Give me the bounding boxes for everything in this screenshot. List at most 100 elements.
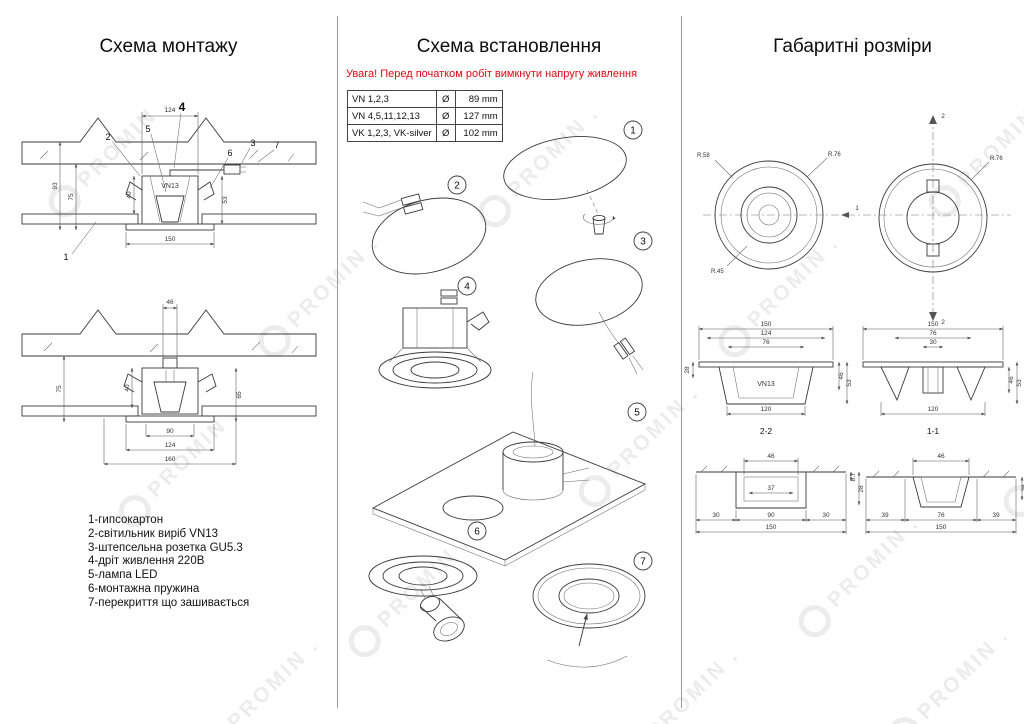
- callout-5: 5: [145, 124, 150, 134]
- radius-label-inner: R.45: [711, 269, 724, 275]
- detail-section-right: 46 28 53 39 76 39 150: [865, 453, 1024, 534]
- section-label-2-2: 2-2: [760, 426, 773, 436]
- callout-7: 7: [274, 140, 279, 150]
- diameter-value: 102 mm: [454, 124, 503, 142]
- callout-1: 1: [63, 252, 68, 262]
- legend-item-6: 6-монтажна пружина: [88, 582, 200, 595]
- dim-65: 65: [236, 391, 243, 399]
- step-2-connect-wires: [362, 193, 487, 275]
- radius-label-mid: R.58: [697, 153, 710, 159]
- step-6-insert-lamp: [368, 555, 478, 642]
- product-label: VN13: [161, 183, 179, 190]
- section-1-1: 150 76 30 46 53 120 1-1: [862, 321, 1023, 436]
- step-1-mark-hole: [503, 136, 627, 235]
- callout-3: 3: [250, 138, 255, 148]
- section-arrow-1: 1: [855, 205, 859, 212]
- step-badge-6: 6: [467, 521, 487, 541]
- step-7-finished: [532, 563, 646, 668]
- radius-label-outer: R.76: [828, 152, 841, 158]
- dim-150-22: 150: [761, 321, 772, 328]
- dim-28-22: 28: [684, 366, 691, 374]
- legend-list: 1-гипсокартон 2-світильник виріб VN13 3-…: [88, 514, 249, 611]
- front-view: R.76 R.58 R.45 1: [697, 152, 859, 275]
- dim-90: 90: [166, 428, 174, 435]
- section-view: R.76 2 2: [878, 113, 1003, 326]
- dim-76-22: 76: [762, 339, 770, 346]
- table-row: VK 1,2,3, VK-silver Ø 102 mm: [347, 124, 503, 142]
- svg-text:5: 5: [634, 408, 640, 419]
- dim-46: 46: [166, 299, 174, 306]
- section-arrow-2-bottom: 2: [941, 319, 945, 326]
- callout-2: 2: [105, 132, 110, 142]
- dim-53-22: 53: [846, 379, 853, 387]
- mounting-section-top: VN13 1 2 4 150 93 75 40 5 3: [21, 100, 317, 262]
- model-cell: VK 1,2,3, VK-silver: [347, 124, 437, 142]
- step-3-cable-out: [535, 258, 644, 375]
- radius-label-outer2: R.76: [990, 156, 1003, 162]
- svg-text:2: 2: [454, 181, 460, 192]
- detail-section-left: 46 37 8,7 28 30 90 30 150: [695, 453, 865, 534]
- step-badges: 1 2 3 4 5 6 7: [447, 120, 653, 571]
- installation-steps-drawing: 1 2 3 4 5 6 7: [362, 120, 653, 668]
- svg-text:1: 1: [630, 126, 636, 137]
- step-badge-4: 4: [457, 276, 477, 296]
- svg-text:7: 7: [640, 557, 646, 568]
- dim-160: 160: [165, 456, 176, 463]
- dim-120-22: 120: [761, 406, 772, 413]
- dim-40: 40: [126, 191, 133, 199]
- column-divider-left: [337, 16, 338, 708]
- svg-text:6: 6: [474, 527, 480, 538]
- step-badge-3: 3: [633, 231, 653, 251]
- dim-40b: 40: [124, 384, 131, 392]
- dim-76-11: 76: [929, 330, 937, 337]
- right-panel-title: Габаритні розміри: [773, 36, 932, 57]
- overall-dimensions-drawing: R.76 R.58 R.45 1 R.76 2: [684, 113, 1024, 534]
- dim-75: 75: [68, 193, 75, 201]
- middle-panel-title: Схема встановлення: [416, 36, 602, 57]
- step-4-fixture-springs: [378, 289, 492, 389]
- dim-150-dl: 150: [766, 524, 777, 531]
- dim-46-11: 46: [1008, 376, 1015, 384]
- svg-text:4: 4: [464, 282, 470, 293]
- left-panel-title: Схема монтажу: [99, 36, 238, 57]
- section-2-2: VN13 150 124 76 28 46 53 120 2-2: [684, 321, 853, 436]
- dim-39b-dr: 39: [992, 512, 1000, 519]
- legend-item-2: 2-світильник виріб VN13: [88, 527, 219, 540]
- step-badge-5: 5: [627, 402, 647, 422]
- column-divider-right: [681, 16, 682, 708]
- dim-53-11: 53: [1016, 379, 1023, 387]
- dim-124b: 124: [165, 442, 176, 449]
- dim-120-11: 120: [928, 406, 939, 413]
- section-arrow-2-top: 2: [941, 113, 945, 120]
- diameter-size-table: VN 1,2,3 Ø 89 mm VN 4,5,11,12,13 Ø 127 m…: [347, 90, 503, 142]
- mounting-section-bottom: 46 75 40 65 90 124 160: [21, 299, 317, 466]
- dim-150-bottom: 150: [165, 236, 176, 243]
- dim-76-dr: 76: [937, 512, 945, 519]
- dim-30a-dl: 30: [712, 512, 720, 519]
- legend-item-4: 4-дріт живлення 220В: [88, 555, 205, 568]
- step-badge-7: 7: [633, 551, 653, 571]
- product-label-2-2: VN13: [757, 381, 775, 388]
- step-5-insert-panel: [371, 371, 647, 567]
- dim-75b: 75: [56, 385, 63, 393]
- legend-item-5: 5-лампа LED: [88, 569, 158, 582]
- legend-item-3: 3-штепсельна розетка GU5.3: [88, 541, 243, 554]
- svg-text:3: 3: [640, 237, 646, 248]
- warning-text: Увага! Перед початком робіт вимкнути нап…: [346, 68, 638, 80]
- dim-46-22: 46: [838, 372, 845, 380]
- callout-6: 6: [227, 148, 232, 158]
- dim-46-dr: 46: [937, 453, 945, 460]
- dim-93: 93: [52, 182, 59, 190]
- dim-90-dl: 90: [767, 512, 775, 519]
- dim-124-22: 124: [761, 330, 772, 337]
- dim-37-dl: 37: [767, 485, 775, 492]
- callout-4: 4: [179, 100, 186, 114]
- dim-150-11: 150: [928, 321, 939, 328]
- dim-28-dl: 28: [858, 485, 865, 493]
- mounting-scheme-drawing: VN13 124 150 93 75 40 53: [21, 100, 317, 466]
- dim-150-dr: 150: [936, 524, 947, 531]
- dim-39a-dr: 39: [881, 512, 889, 519]
- dim-87-dl: 8,7: [850, 472, 857, 481]
